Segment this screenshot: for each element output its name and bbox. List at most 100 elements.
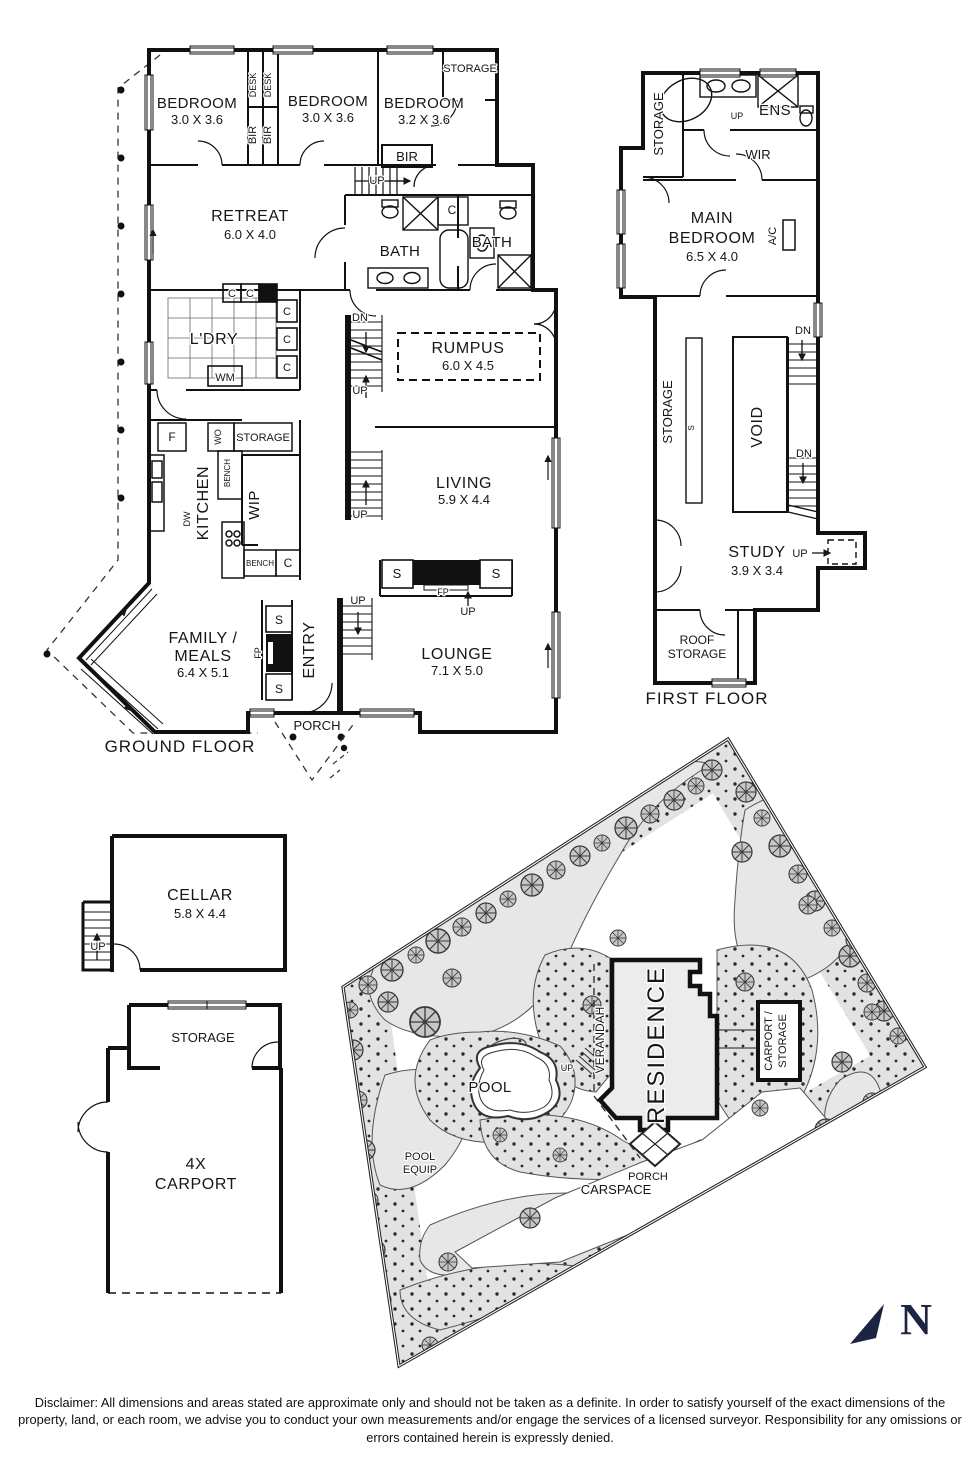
label-main-dims: 6.5 X 4.0 xyxy=(686,249,738,264)
label-pool-equip-2: EQUIP xyxy=(403,1164,437,1176)
family-fireplace xyxy=(265,605,293,701)
label-site-porch: PORCH xyxy=(628,1171,668,1183)
label-bench-2: BENCH xyxy=(246,559,274,568)
site-plan: RESIDENCE VERANDAH UP POOL POOL EQUIP PO… xyxy=(329,736,928,1369)
entry-stair xyxy=(337,598,373,715)
label-family-2: MEALS xyxy=(174,648,231,665)
label-verandah: VERANDAH xyxy=(593,1007,607,1074)
label-cellar-up: UP xyxy=(90,941,105,953)
label-carspace: CARSPACE xyxy=(581,1182,652,1197)
label-bedroom-1: BEDROOM xyxy=(157,95,237,112)
label-up-stairs-2: UP xyxy=(352,509,367,521)
site-carport-box xyxy=(756,1000,802,1082)
label-ff-up-study: UP xyxy=(792,548,807,560)
label-pool-equip-1: POOL xyxy=(405,1151,436,1163)
label-study: STUDY xyxy=(728,544,785,561)
label-c5: C xyxy=(283,362,291,374)
label-rumpus-dims: 6.0 X 4.5 xyxy=(442,358,494,373)
label-ff-storage-mid: STORAGE xyxy=(660,380,675,444)
label-rumpus: RUMPUS xyxy=(432,340,505,357)
label-ff-s: S xyxy=(687,425,696,430)
first-floor-plan: STORAGE UP ENS WIR MAIN BEDROOM 6.5 X 4.… xyxy=(616,68,867,709)
hall-stair-top xyxy=(354,167,412,195)
label-c4: C xyxy=(283,334,291,346)
label-c1: C xyxy=(228,288,236,300)
label-first-floor-title: FIRST FLOOR xyxy=(645,689,768,708)
label-study-dims: 3.9 X 3.4 xyxy=(731,563,783,578)
label-living-dims: 5.9 X 4.4 xyxy=(438,492,490,507)
site-porch xyxy=(628,1120,682,1168)
label-bedroom-2: BEDROOM xyxy=(288,93,368,110)
label-laundry: L'DRY xyxy=(190,331,238,348)
label-c-bath: C xyxy=(448,203,457,217)
label-up-lounge: UP xyxy=(460,606,475,618)
label-bir-3: BIR xyxy=(396,149,418,164)
label-void: VOID xyxy=(749,406,766,448)
label-retreat-dims: 6.0 X 4.0 xyxy=(224,227,276,242)
label-bath-1: BATH xyxy=(380,243,421,260)
cellar-plan: CELLAR 5.8 X 4.4 UP xyxy=(81,834,287,972)
label-carport-1: 4X xyxy=(186,1156,207,1173)
ac-unit xyxy=(782,219,796,251)
laundry-cupboards xyxy=(207,283,298,387)
label-storage-kitchen: STORAGE xyxy=(236,432,290,444)
label-bir-2: BIR xyxy=(262,126,274,144)
label-bedroom-3-dims: 3.2 X 3.6 xyxy=(398,112,450,127)
label-s-lounge-2: S xyxy=(492,566,501,581)
label-lounge: LOUNGE xyxy=(421,646,492,663)
label-ground-floor-title: GROUND FLOOR xyxy=(105,737,256,756)
label-entry: ENTRY xyxy=(301,622,318,679)
lounge-fireplace xyxy=(381,559,513,606)
label-residence: RESIDENCE xyxy=(643,966,670,1124)
label-wir: WIR xyxy=(745,147,770,162)
label-cellar: CELLAR xyxy=(167,887,233,904)
first-windows xyxy=(616,68,823,688)
label-family-1: FAMILY / xyxy=(168,630,237,647)
label-c2: C xyxy=(246,288,254,300)
label-site-carport-2: STORAGE xyxy=(777,1014,789,1068)
label-living: LIVING xyxy=(436,475,492,492)
disclaimer-text: Disclaimer: All dimensions and areas sta… xyxy=(18,1395,962,1445)
label-porch: PORCH xyxy=(294,718,341,733)
carport-storage-window xyxy=(167,1000,247,1010)
ground-door-arcs xyxy=(156,99,557,714)
label-bedroom-2-dims: 3.0 X 3.6 xyxy=(302,110,354,125)
label-main-2: BEDROOM xyxy=(669,230,756,247)
label-c-kitchen: C xyxy=(284,556,293,570)
label-ff-storage-top: STORAGE xyxy=(651,92,666,156)
label-bir-1: BIR xyxy=(247,126,259,144)
label-ff-up-ens: UP xyxy=(731,111,744,121)
label-fp-lounge: FP xyxy=(437,587,449,597)
ens-fixtures xyxy=(659,74,814,127)
label-desk-1: DESK xyxy=(248,73,258,98)
label-lounge-dims: 7.1 X 5.0 xyxy=(431,663,483,678)
label-ac: A/C xyxy=(767,227,779,245)
label-up-stairs-1: UP xyxy=(352,385,367,397)
first-interior-walls xyxy=(643,73,857,683)
label-wm: WM xyxy=(215,372,235,384)
first-floor-stairs xyxy=(787,340,832,557)
label-pool: POOL xyxy=(468,1079,511,1096)
label-bedroom-3: BEDROOM xyxy=(384,95,464,112)
carport-plan: STORAGE 4X CARPORT xyxy=(77,1000,283,1294)
label-family-dims: 6.4 X 5.1 xyxy=(177,665,229,680)
label-s-lounge-1: S xyxy=(393,566,402,581)
label-main-1: MAIN xyxy=(691,210,733,227)
label-kitchen: KITCHEN xyxy=(195,466,212,540)
label-wip: WIP xyxy=(246,490,263,520)
label-carport-storage: STORAGE xyxy=(171,1030,235,1045)
first-door-arcs xyxy=(642,129,763,636)
label-s-family-2: S xyxy=(275,682,283,696)
residence-outline xyxy=(596,957,720,1133)
label-up-hall: UP xyxy=(369,175,384,187)
label-wo: WO xyxy=(213,429,223,445)
label-cellar-dims: 5.8 X 4.4 xyxy=(174,906,226,921)
label-bedroom-1-dims: 3.0 X 3.6 xyxy=(171,112,223,127)
label-ens: ENS xyxy=(759,102,791,119)
compass-north-label: N xyxy=(900,1295,932,1344)
main-stairs xyxy=(345,315,383,520)
bathroom-fixtures xyxy=(367,196,532,289)
label-f: F xyxy=(168,430,175,444)
